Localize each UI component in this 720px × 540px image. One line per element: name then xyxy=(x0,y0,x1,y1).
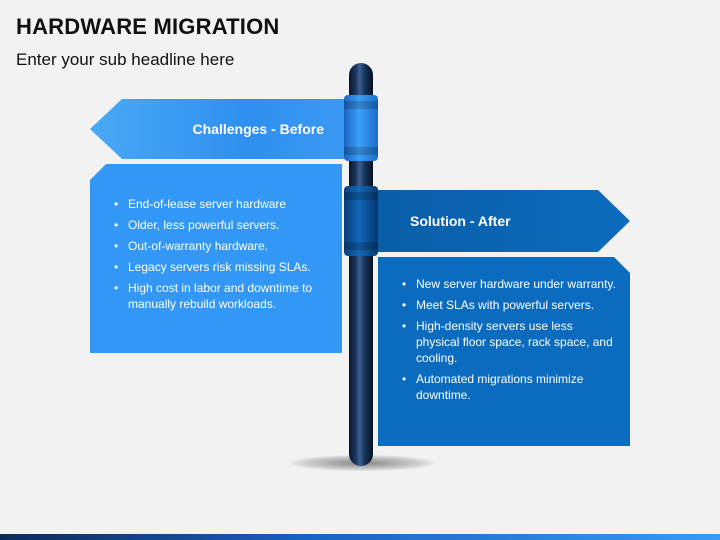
bracket-band xyxy=(344,147,378,155)
list-item: New server hardware under warranty. xyxy=(400,276,616,292)
challenges-arrow-sign: Challenges - Before xyxy=(90,99,352,159)
list-item: End-of-lease server hardware xyxy=(112,196,328,212)
solution-sign-label: Solution - After xyxy=(410,213,511,229)
list-item: Out-of-warranty hardware. xyxy=(112,238,328,254)
solution-arrow-sign: Solution - After xyxy=(372,190,630,252)
solution-list: New server hardware under warranty. Meet… xyxy=(400,276,616,403)
bracket-band xyxy=(344,242,378,250)
signpost-bracket-top xyxy=(344,95,378,161)
challenges-list: End-of-lease server hardware Older, less… xyxy=(112,196,328,312)
signpost-bracket-bottom xyxy=(344,186,378,256)
footer-accent-bar xyxy=(0,534,720,540)
list-item: Legacy servers risk missing SLAs. xyxy=(112,259,328,275)
solution-panel: New server hardware under warranty. Meet… xyxy=(378,257,630,446)
challenges-panel: End-of-lease server hardware Older, less… xyxy=(90,164,342,353)
list-item: Automated migrations minimize downtime. xyxy=(400,371,616,403)
list-item: Meet SLAs with powerful servers. xyxy=(400,297,616,313)
slide-subtitle: Enter your sub headline here xyxy=(16,50,235,69)
list-item: High cost in labor and downtime to manua… xyxy=(112,280,328,312)
list-item: High-density servers use less physical f… xyxy=(400,318,616,366)
bracket-band xyxy=(344,192,378,200)
slide-title: HARDWARE MIGRATION xyxy=(16,14,280,39)
bracket-band xyxy=(344,101,378,109)
list-item: Older, less powerful servers. xyxy=(112,217,328,233)
challenges-sign-label: Challenges - Before xyxy=(192,121,324,137)
